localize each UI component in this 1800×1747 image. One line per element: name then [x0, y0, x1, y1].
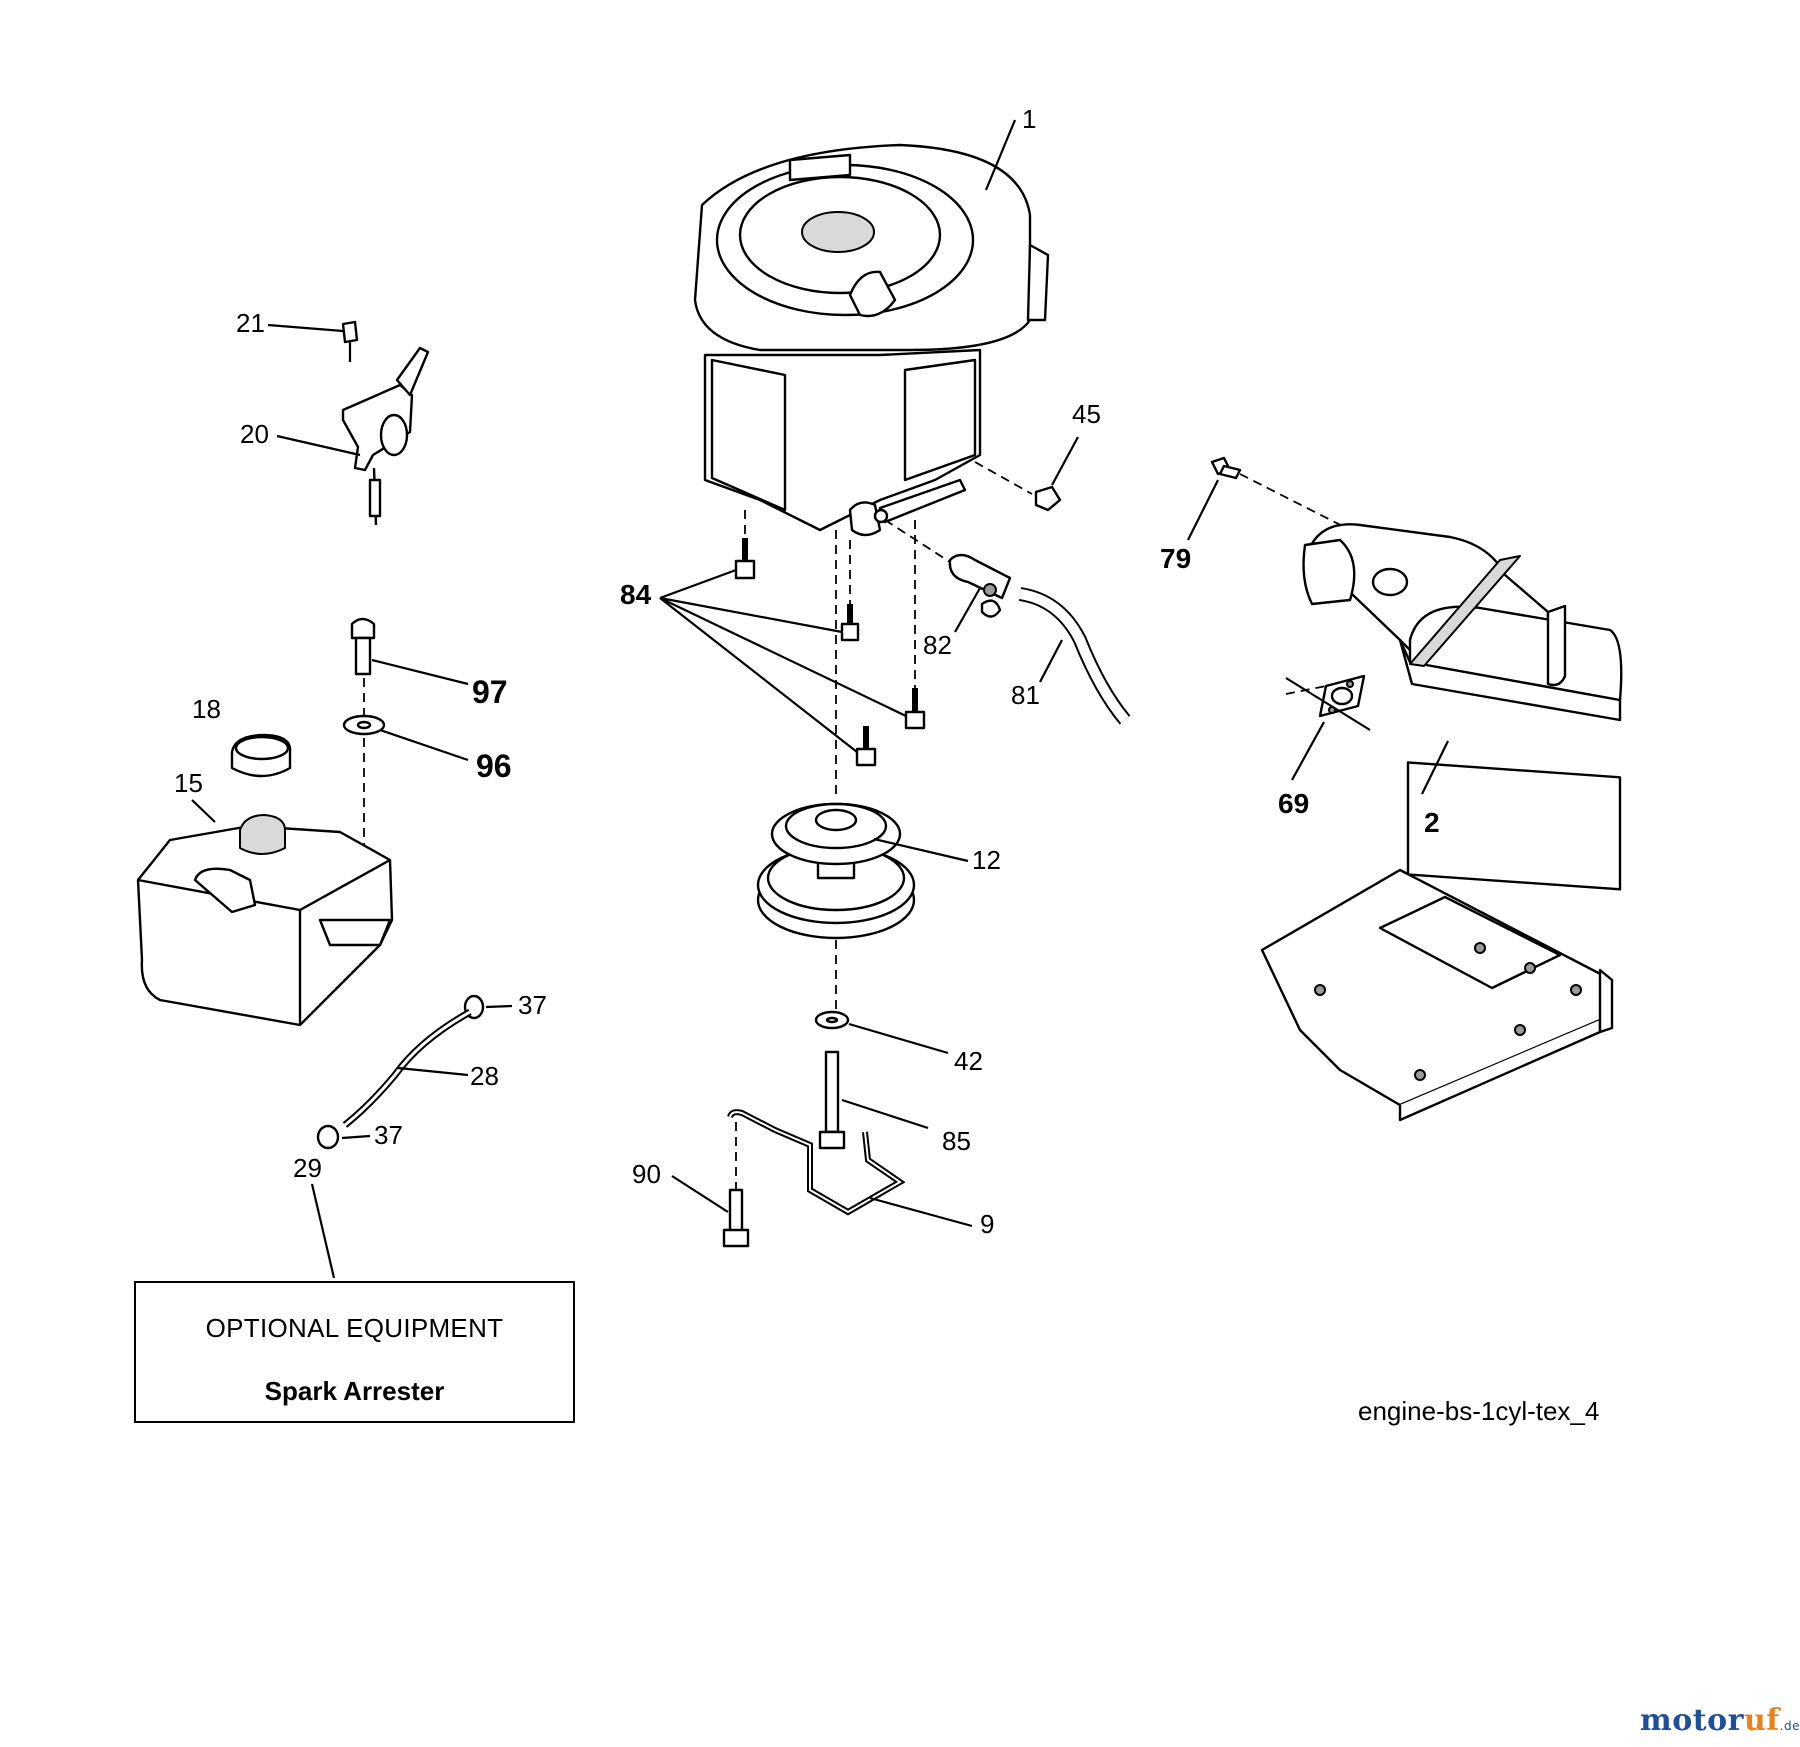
fuel-hose-part-81 — [1018, 587, 1131, 725]
fuel-tank-part-15 — [136, 814, 394, 1027]
bolt-part-79 — [1210, 456, 1242, 480]
callout-82: 82 — [923, 630, 952, 660]
bolt-part-85 — [818, 1050, 846, 1150]
throttle-bracket-part-20 — [341, 346, 430, 526]
callout-29: 29 — [293, 1153, 322, 1183]
fuel-cap-part-18 — [230, 733, 292, 778]
muffler-part-2 — [1302, 523, 1623, 891]
gasket-part-69 — [1318, 674, 1366, 718]
callout-12: 12 — [972, 845, 1001, 875]
callout-90: 90 — [632, 1159, 661, 1189]
callout-85: 85 — [942, 1126, 971, 1156]
callout-37-lower: 37 — [374, 1120, 403, 1150]
hose-clamp-part-37-lower — [316, 1124, 340, 1150]
callout-97: 97 — [472, 674, 508, 710]
callout-28: 28 — [470, 1061, 499, 1091]
callout-45: 45 — [1072, 399, 1101, 429]
figure-id: engine-bs-1cyl-tex_4 — [1358, 1396, 1600, 1426]
callout-9: 9 — [980, 1209, 994, 1239]
callout-21: 21 — [236, 308, 265, 338]
bolt-part-90 — [722, 1188, 750, 1248]
callout-37-upper: 37 — [518, 990, 547, 1020]
bolts-part-84 — [734, 538, 926, 767]
motoruf-watermark-logo: motoruf.de — [1640, 1703, 1800, 1738]
fuel-line-part-28 — [342, 1008, 472, 1128]
callout-79: 79 — [1160, 543, 1191, 574]
watermark-tld: .de — [1779, 1719, 1800, 1733]
callout-84: 84 — [620, 579, 652, 610]
callout-2: 2 — [1424, 807, 1440, 838]
callout-20: 20 — [240, 419, 269, 449]
pulley-part-12 — [756, 802, 916, 940]
callout-1: 1 — [1022, 104, 1036, 134]
watermark-prefix: motor — [1640, 1703, 1744, 1738]
engine-part-1 — [693, 143, 1050, 537]
washer-part-96 — [342, 714, 386, 736]
throttle-bolt-part-21 — [341, 320, 359, 362]
nut-part-45 — [1034, 485, 1062, 512]
washer-part-42 — [814, 1010, 850, 1030]
optional-equipment-title: OPTIONAL EQUIPMENT — [205, 1313, 504, 1343]
callout-42: 42 — [954, 1046, 983, 1076]
screw-part-97 — [350, 617, 376, 676]
optional-equipment-box: OPTIONAL EQUIPMENT Spark Arrester — [134, 1281, 575, 1423]
watermark-suffix: uf — [1743, 1703, 1780, 1738]
callout-69: 69 — [1278, 788, 1309, 819]
fitting-part-82 — [948, 553, 1012, 618]
callout-15: 15 — [174, 768, 203, 798]
callout-18: 18 — [192, 694, 221, 724]
engine-mount-plate — [1260, 868, 1614, 1122]
callout-81: 81 — [1011, 680, 1040, 710]
callout-96: 96 — [476, 748, 512, 784]
bracket-part-9 — [727, 1109, 906, 1216]
optional-equipment-item: Spark Arrester — [264, 1376, 445, 1406]
